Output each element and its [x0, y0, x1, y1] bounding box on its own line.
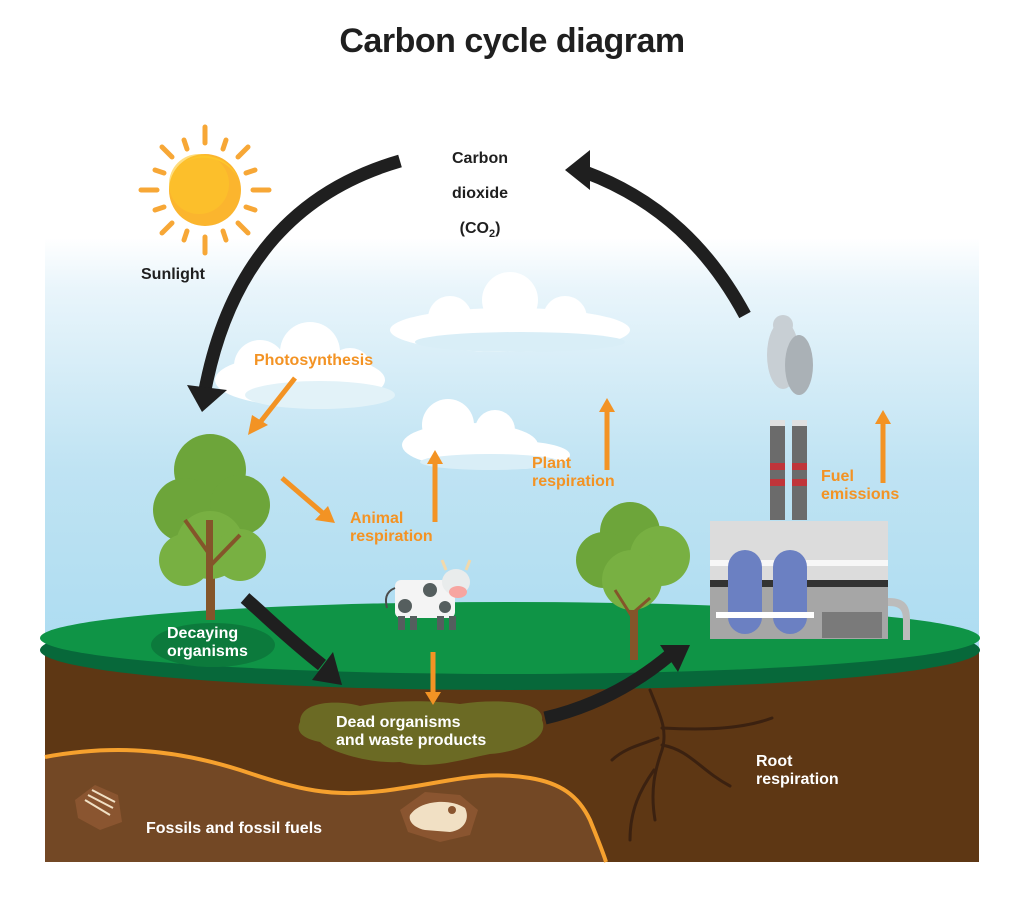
carbon-dioxide-line2: dioxide	[451, 184, 508, 202]
formula-suffix: )	[495, 219, 501, 237]
formula-subscript: 2	[488, 227, 496, 240]
arrow-photosynthesis	[256, 376, 297, 427]
dead-organisms-label: Dead organisms and waste products	[336, 714, 487, 749]
arrow-tree-to-animal	[280, 476, 327, 517]
arrow-co2-to-tree	[198, 154, 402, 392]
sunlight-label: Sunlight	[141, 266, 205, 283]
animal-respiration-label: Animal respiration	[350, 510, 433, 545]
process-arrows	[248, 376, 891, 705]
factory-smoke	[767, 315, 813, 395]
carbon-dioxide-formula: (CO2)	[440, 220, 520, 240]
fossil-boundary-line	[44, 748, 608, 863]
plant-respiration-label: Plant respiration	[532, 455, 615, 490]
cycle-arrow-heads	[187, 150, 690, 685]
tree-right	[576, 502, 690, 660]
fossil-hand-icon	[75, 785, 122, 830]
sun-icon	[138, 124, 272, 256]
root-respiration-label: Root respiration	[756, 753, 839, 788]
page-title: Carbon cycle diagram	[339, 22, 685, 60]
decaying-organisms-label: Decaying organisms	[167, 625, 248, 660]
fuel-emissions-label: Fuel emissions	[821, 468, 900, 503]
fossils-label: Fossils and fossil fuels	[146, 820, 323, 837]
carbon-dioxide-line1: Carbon	[452, 149, 508, 167]
cow	[385, 559, 472, 630]
arrow-tree-to-dead-organisms	[240, 593, 327, 671]
arrow-dead-organisms-to-tree	[543, 650, 675, 725]
factory	[710, 420, 910, 640]
photosynthesis-label: Photosynthesis	[254, 352, 374, 369]
cloud-left	[215, 322, 395, 409]
carbon-dioxide-label: Carbon dioxide (CO2)	[440, 132, 520, 258]
roots	[610, 688, 774, 842]
tree-left	[153, 434, 270, 620]
cycle-arrows	[198, 154, 751, 725]
cloud-top	[390, 272, 630, 352]
dead-organisms-patch	[298, 701, 544, 765]
arrow-factory-to-co2	[582, 165, 751, 319]
fossil-dinosaur-skull-icon	[400, 792, 478, 842]
decaying-patch	[151, 623, 275, 667]
formula-prefix: (CO	[459, 219, 489, 237]
